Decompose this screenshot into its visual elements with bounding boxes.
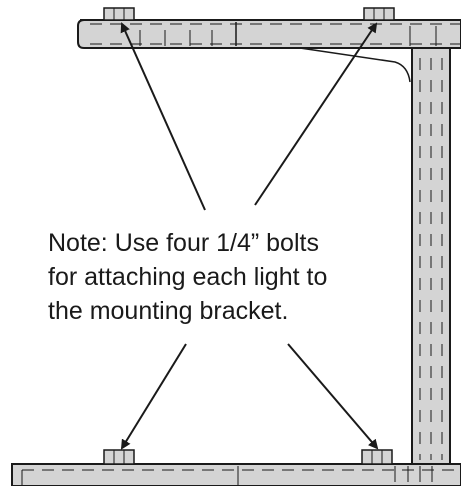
arrow-icon — [120, 343, 187, 450]
arrow-icon — [254, 22, 378, 206]
upper-light-bar — [77, 19, 461, 49]
bolt-icon — [361, 449, 393, 465]
note-line: for attaching each light to — [48, 263, 328, 291]
arrow-icon — [120, 22, 206, 211]
arrow-icon — [287, 343, 379, 450]
mounting-bracket — [299, 47, 451, 465]
lower-light-bar — [11, 463, 461, 486]
bolt-icon — [363, 7, 395, 21]
bolt-icon — [103, 7, 135, 21]
installation-note: Note: Use four 1/4” bolts for attaching … — [46, 226, 380, 328]
note-line: the mounting bracket. — [48, 297, 289, 325]
bolt-icon — [103, 449, 135, 465]
note-line: Note: Use four 1/4” bolts — [48, 229, 319, 257]
